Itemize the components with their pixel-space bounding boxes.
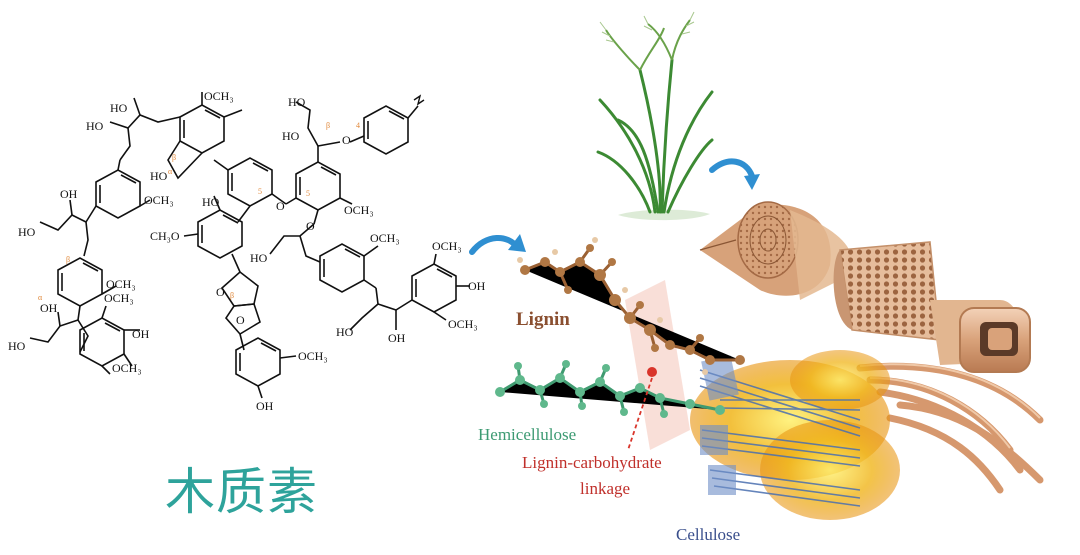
curved-arrow-icon: [469, 234, 526, 255]
trunk-cross-section: [737, 201, 799, 279]
benzene-ring: [179, 104, 225, 154]
group-label: O: [306, 219, 315, 233]
chain-continuation-mark: [413, 94, 425, 106]
lignin-label: Lignin: [516, 309, 570, 330]
group-label: HO: [202, 195, 220, 209]
group-label: OH: [256, 399, 274, 413]
group-label: OCH₃: [432, 239, 462, 253]
group-label: HO: [86, 119, 104, 133]
linkage-plane: [625, 280, 690, 450]
group-label: HO: [336, 325, 354, 339]
group-label: OH: [40, 301, 58, 315]
svg-text:β: β: [66, 255, 70, 264]
group-label: OCH₃: [204, 89, 234, 103]
svg-text:β: β: [326, 121, 330, 130]
svg-text:α: α: [38, 293, 43, 302]
svg-text:4: 4: [356, 121, 360, 130]
grass-plant-icon: [596, 11, 714, 221]
svg-text:β: β: [230, 291, 234, 300]
benzene-ring: [411, 263, 457, 313]
group-label: OCH₃: [144, 193, 174, 207]
cellulose-label: Cellulose: [676, 525, 741, 544]
group-label: HO: [8, 339, 26, 353]
group-label: HO: [288, 95, 306, 109]
benzene-ring: [79, 317, 125, 367]
group-label: OCH₃: [370, 231, 400, 245]
group-label: HO: [282, 129, 300, 143]
group-label: HO: [18, 225, 36, 239]
svg-text:5: 5: [306, 189, 310, 198]
svg-text:5: 5: [258, 187, 262, 196]
group-label: OCH₃: [104, 291, 134, 305]
benzene-ring: [197, 209, 243, 259]
group-label: HO: [150, 169, 168, 183]
group-label: OH: [132, 327, 150, 341]
benzene-ring: [95, 169, 141, 219]
linkage-label-line1: Lignin-carbohydrate: [522, 453, 662, 472]
group-label: OCH₃: [344, 203, 374, 217]
benzene-ring: [235, 337, 281, 387]
group-label: O: [236, 313, 245, 327]
group-label: O: [216, 285, 225, 299]
benzene-ring: [227, 157, 273, 207]
group-label: OCH₃: [448, 317, 478, 331]
group-label: HO: [110, 101, 128, 115]
linkage-label-line2: linkage: [580, 479, 631, 498]
group-label: O: [342, 133, 351, 147]
group-label: OCH₃: [298, 349, 328, 363]
svg-text:α: α: [168, 167, 173, 176]
group-label: OH: [388, 331, 406, 345]
benzene-ring: [319, 243, 365, 293]
wood-hierarchy: [699, 201, 1044, 494]
benzene-ring: [57, 257, 103, 307]
group-label: CH₃O: [150, 229, 180, 243]
group-label: OH: [60, 187, 78, 201]
group-label: HO: [250, 251, 268, 265]
functional-groups: OCH₃ HO HO OCH₃ OH HO OCH₃ OH HO OCH₃ OH…: [8, 89, 486, 413]
figure-title: 木质素: [165, 463, 318, 521]
linkage-pointer: [627, 377, 653, 451]
linkage-point: [647, 367, 657, 377]
lignocellulose-complex: [495, 237, 900, 520]
group-label: OCH₃: [112, 361, 142, 375]
lignin-structure: [29, 92, 470, 399]
svg-text:β: β: [172, 153, 176, 162]
cell-wall-honeycomb: [839, 241, 941, 341]
benzene-ring: [363, 105, 409, 155]
hemicellulose-label: Hemicellulose: [478, 425, 577, 444]
curved-arrow-icon: [709, 158, 760, 190]
benzene-ring: [295, 161, 341, 211]
microfibrils: [856, 362, 1044, 494]
group-label: O: [276, 199, 285, 213]
group-label: OH: [468, 279, 486, 293]
group-label: OCH₃: [106, 277, 136, 291]
